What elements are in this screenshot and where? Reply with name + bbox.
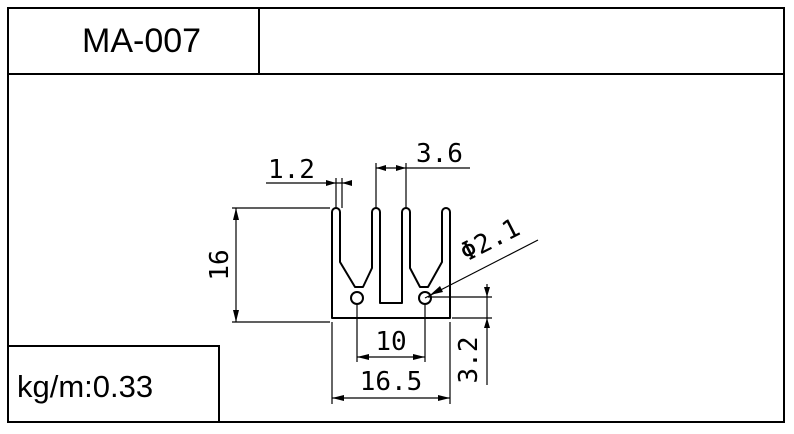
hole-diameter-label: Φ2.1 — [456, 213, 525, 268]
screw-hole-left — [350, 291, 364, 305]
weight-cell-border — [8, 345, 220, 422]
overall-width-label: 16.5 — [360, 367, 423, 397]
dimension-fin-thickness: 1.2 — [266, 155, 352, 208]
inner-width-label: 10 — [375, 327, 406, 357]
dimension-inner-width: 10 — [356, 305, 426, 362]
height-label: 16 — [205, 249, 235, 280]
fin-pitch-label: 3.6 — [416, 139, 463, 169]
fin-thickness-label: 1.2 — [268, 155, 315, 185]
title-block: MA-007 kg/m:0.33 — [7, 7, 785, 423]
dimension-overall-width: 16.5 — [331, 322, 451, 404]
profile-outline — [331, 207, 451, 319]
dimension-base-height: 3.2 — [428, 284, 492, 385]
dimension-fin-pitch: 3.6 — [375, 139, 470, 208]
screw-hole-right — [418, 291, 432, 305]
base-height-label: 3.2 — [454, 337, 484, 384]
weight-per-meter: kg/m:0.33 — [17, 369, 153, 404]
outer-frame — [7, 7, 785, 423]
heatsink-profile — [331, 207, 451, 319]
dimension-height: 16 — [205, 207, 330, 323]
model-number: MA-007 — [82, 22, 201, 60]
